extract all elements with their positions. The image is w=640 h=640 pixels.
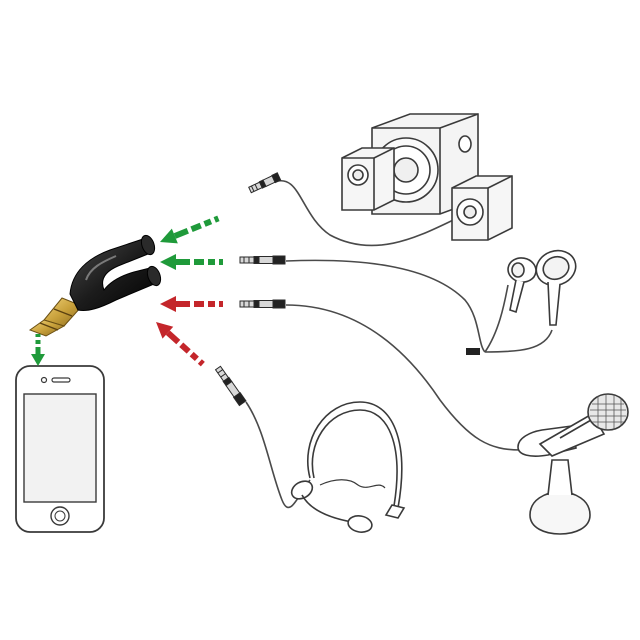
headset-plug [214,365,247,407]
arrow-microphone [160,296,223,312]
arrow-speaker [160,215,220,244]
arrow-earphone [160,254,223,270]
smartphone-icon [15,365,105,533]
earphone-cable-y [484,284,553,353]
microphone-plug [239,299,286,309]
speaker-system-icon [341,113,513,241]
earphone-cable [285,259,486,353]
microphone-cable [285,304,521,451]
earphones-icon [466,249,577,355]
earphone-plug [239,255,286,265]
desk-microphone-icon [517,393,629,535]
arrow-phone [31,334,45,366]
speaker-plug [248,172,282,194]
headset-icon [290,401,406,533]
arrow-headset [156,322,205,367]
cables [245,180,553,509]
y-splitter-adapter-icon [28,234,162,337]
cable-plugs [214,172,286,407]
direction-arrows [31,215,223,367]
speaker-cable [271,180,463,247]
